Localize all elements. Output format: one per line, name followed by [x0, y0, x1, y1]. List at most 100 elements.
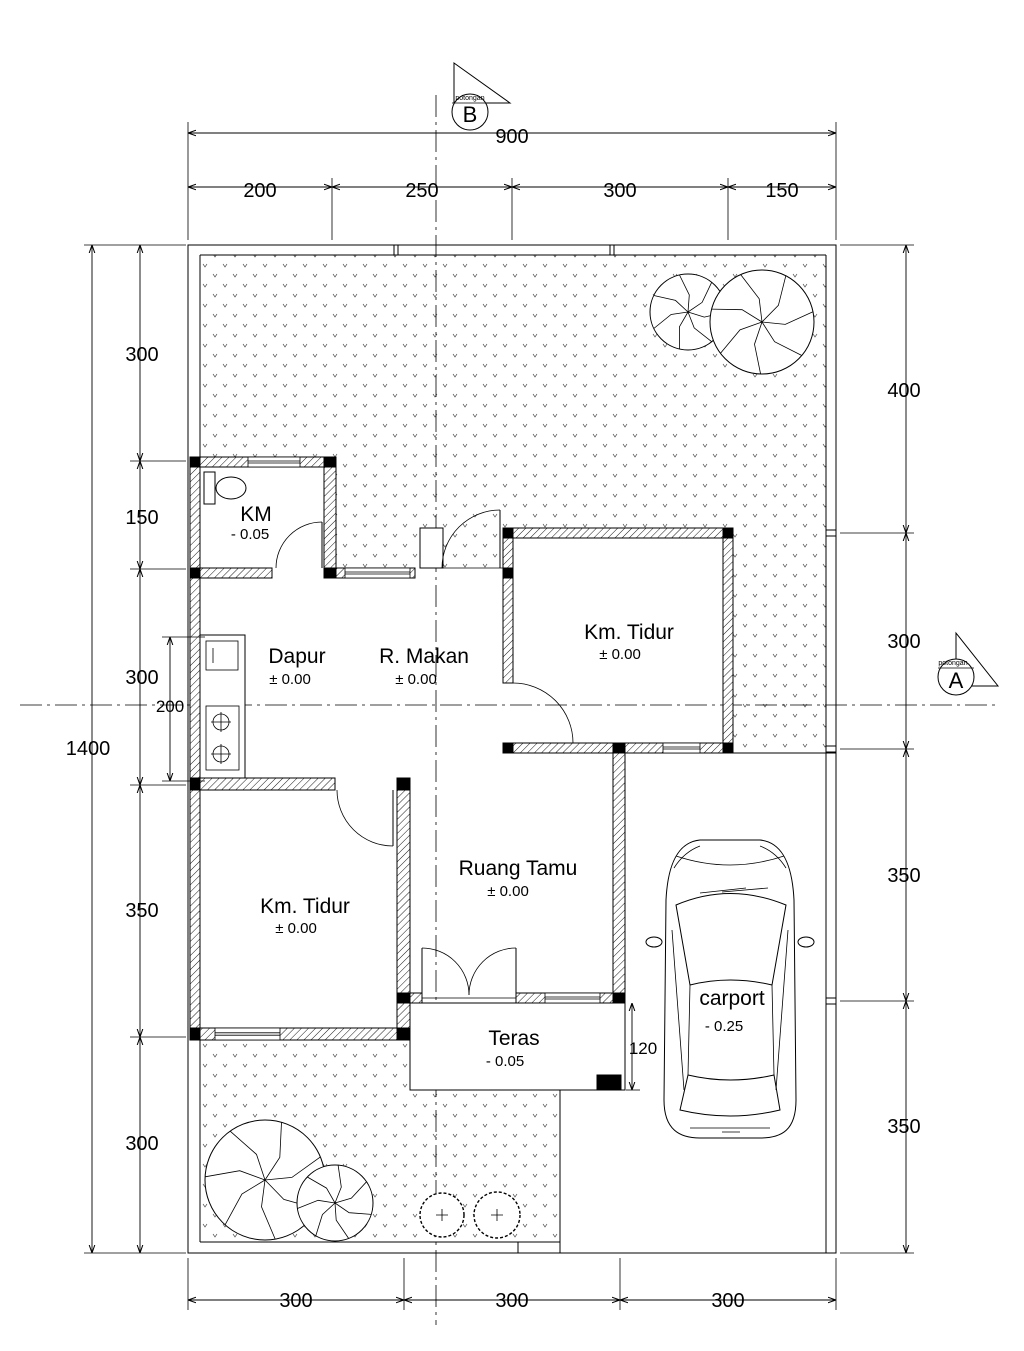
shrub-center	[436, 1209, 448, 1221]
dim-top-total: 900	[495, 126, 528, 148]
section-marker-a: potongan A	[937, 631, 1000, 696]
car-mirror-right	[797, 936, 815, 948]
section-a-label: potongan	[938, 660, 967, 667]
tree-branch	[334, 1202, 372, 1215]
column	[189, 567, 201, 579]
tree-branch	[653, 295, 689, 313]
section-marker-b: potongan B	[451, 62, 512, 131]
dim-top-2: 250	[405, 180, 438, 202]
column	[502, 567, 514, 579]
tree-branch	[754, 321, 763, 375]
window	[344, 567, 411, 579]
room-labels: KM - 0.05 Dapur ± 0.00 R. Makan ± 0.00 K…	[231, 503, 765, 1070]
column	[502, 742, 514, 754]
dim-left-total: 1400	[66, 738, 111, 760]
car-rear-window	[679, 1074, 781, 1117]
counter-top	[199, 634, 246, 779]
burner-cross	[211, 712, 231, 732]
column	[396, 1027, 411, 1041]
wall	[722, 527, 734, 754]
column	[502, 527, 514, 539]
section-b-letter: B	[463, 102, 478, 127]
car-rear-bumper	[690, 1127, 770, 1133]
section-b-label: potongan	[455, 95, 484, 102]
column	[722, 742, 734, 754]
dim-right-3: 350	[887, 865, 920, 887]
room-ruang-tamu-level: ± 0.00	[487, 883, 529, 900]
window	[247, 456, 301, 468]
plot-boundary	[187, 244, 837, 1254]
room-dapur-name: Dapur	[268, 645, 325, 668]
car-windshield	[675, 893, 787, 986]
tree-branch	[334, 1202, 350, 1239]
column	[189, 456, 201, 468]
tree-branch	[334, 1181, 367, 1204]
dim-top-3: 300	[603, 180, 636, 202]
tree-branch	[297, 1199, 336, 1209]
wall	[502, 527, 514, 684]
terrace-slab	[409, 1002, 626, 1091]
column	[396, 777, 411, 791]
room-km-tidur-left-level: ± 0.00	[275, 920, 317, 937]
stove-icon	[205, 705, 240, 771]
toilet-tank	[203, 471, 216, 505]
front-door-swing-right	[468, 947, 517, 996]
wall	[189, 777, 336, 791]
room-teras-name: Teras	[488, 1027, 539, 1050]
columns	[189, 456, 734, 1091]
window	[662, 742, 701, 754]
dim-right-2: 300	[887, 631, 920, 653]
tree-branch	[264, 1156, 321, 1181]
dim-left-inner: 200	[156, 697, 184, 716]
windows	[214, 456, 701, 1041]
room-km-tidur-right-level: ± 0.00	[599, 646, 641, 663]
column	[323, 456, 337, 468]
column	[612, 992, 626, 1004]
tree-branch	[679, 274, 690, 313]
dimension-labels: 900 200 250 300 150 300 150 300 350 300 …	[66, 126, 921, 1312]
dim-right-1: 400	[887, 380, 920, 402]
tree-branch	[740, 274, 763, 323]
car-body	[663, 839, 797, 1139]
tree-branch	[229, 1130, 266, 1181]
dim-left-2: 150	[125, 507, 158, 529]
car-headlights	[673, 845, 787, 869]
column	[323, 567, 337, 579]
dim-left-3: 300	[125, 667, 158, 689]
car-roof-sides	[671, 929, 789, 1091]
room-r-makan-name: R. Makan	[379, 645, 469, 668]
car-mirror-left	[645, 936, 663, 948]
column	[189, 777, 201, 791]
room-km-tidur-right-name: Km. Tidur	[584, 621, 674, 644]
back-door-swing	[441, 509, 501, 569]
room-km-level: - 0.05	[231, 526, 269, 543]
column	[596, 1074, 622, 1091]
tree-branch	[224, 1179, 266, 1225]
window	[214, 1027, 281, 1041]
tree-branch	[205, 1170, 266, 1181]
tree-branch	[687, 311, 712, 343]
room-teras-level: - 0.05	[486, 1053, 524, 1070]
tree-branch	[315, 1202, 336, 1236]
back-garden	[200, 255, 826, 753]
room-carport-name: carport	[699, 987, 765, 1010]
room-carport-level: - 0.25	[705, 1018, 743, 1035]
tree-branch	[711, 308, 763, 323]
tree-branch	[334, 1165, 342, 1204]
dim-left-1: 300	[125, 344, 158, 366]
column	[722, 527, 734, 539]
shrub-center	[491, 1209, 503, 1221]
room-ruang-tamu-name: Ruang Tamu	[459, 857, 578, 880]
tree-branch	[761, 311, 814, 325]
dim-bottom-1: 300	[279, 1290, 312, 1312]
section-a-letter: A	[949, 668, 964, 693]
axis-lines	[20, 95, 1000, 1325]
doors	[275, 509, 574, 999]
dim-left-5: 300	[125, 1133, 158, 1155]
fence-marker	[609, 244, 615, 256]
tree-branch	[261, 1179, 276, 1240]
tree-branch	[264, 1122, 282, 1181]
tree-branch	[678, 311, 689, 350]
dim-top-4: 150	[765, 180, 798, 202]
